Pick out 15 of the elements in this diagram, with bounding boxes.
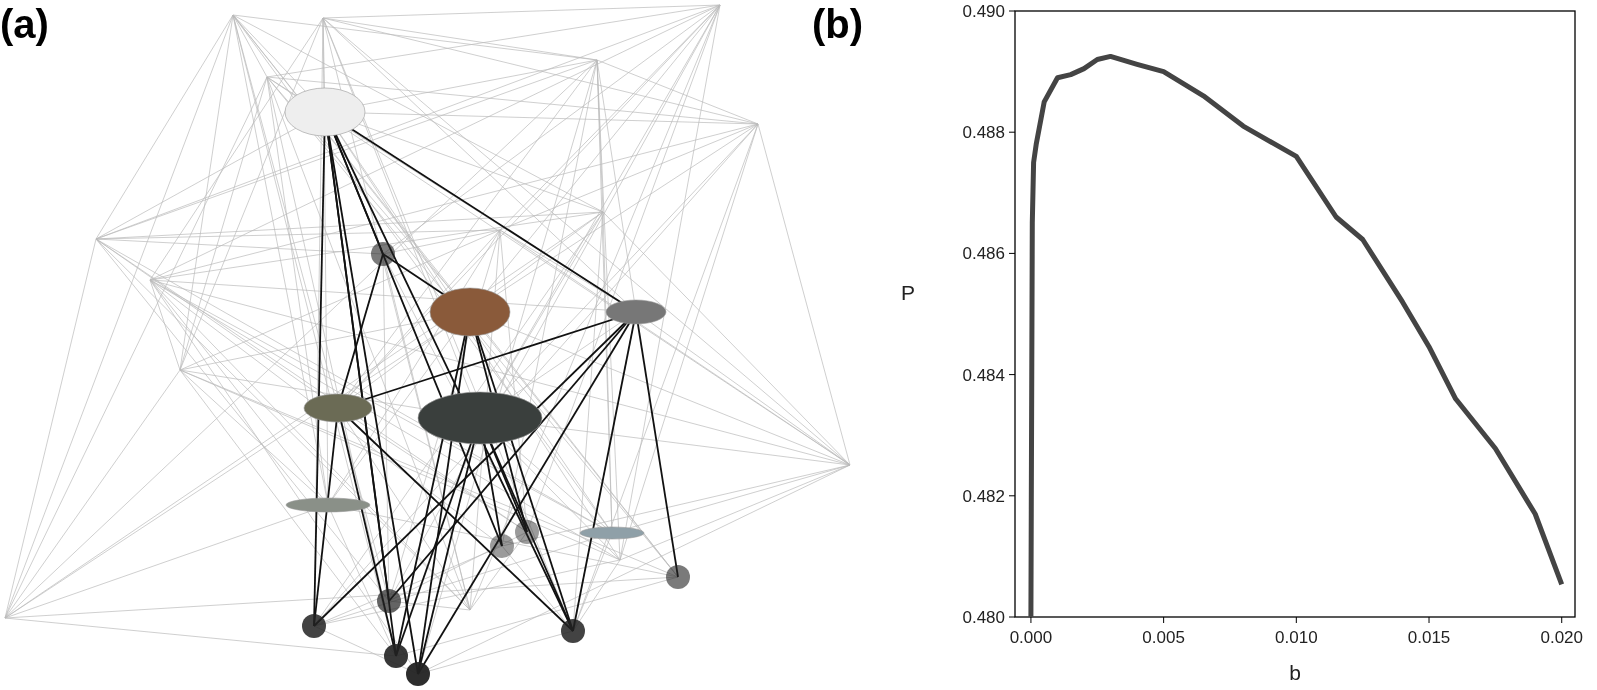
tick-label: 0.488 [962,123,1005,143]
tick-label: 0.000 [1009,628,1053,647]
tick-label: 0.490 [962,2,1005,21]
axis-title: b [1289,661,1301,684]
panel-label: (b) [812,2,864,46]
tick-label: 0.480 [962,608,1005,627]
tick-label: 0.005 [1142,628,1185,647]
tick-label: 0.020 [1540,628,1583,647]
tick-label: 0.482 [962,486,1005,506]
panel-label: (a) [0,2,49,46]
tick-label: 0.010 [1275,628,1318,647]
axis-title: P [901,281,915,304]
tick-label: 0.486 [962,244,1005,264]
tick-label: 0.484 [962,365,1005,385]
tick-label: 0.015 [1407,628,1451,647]
